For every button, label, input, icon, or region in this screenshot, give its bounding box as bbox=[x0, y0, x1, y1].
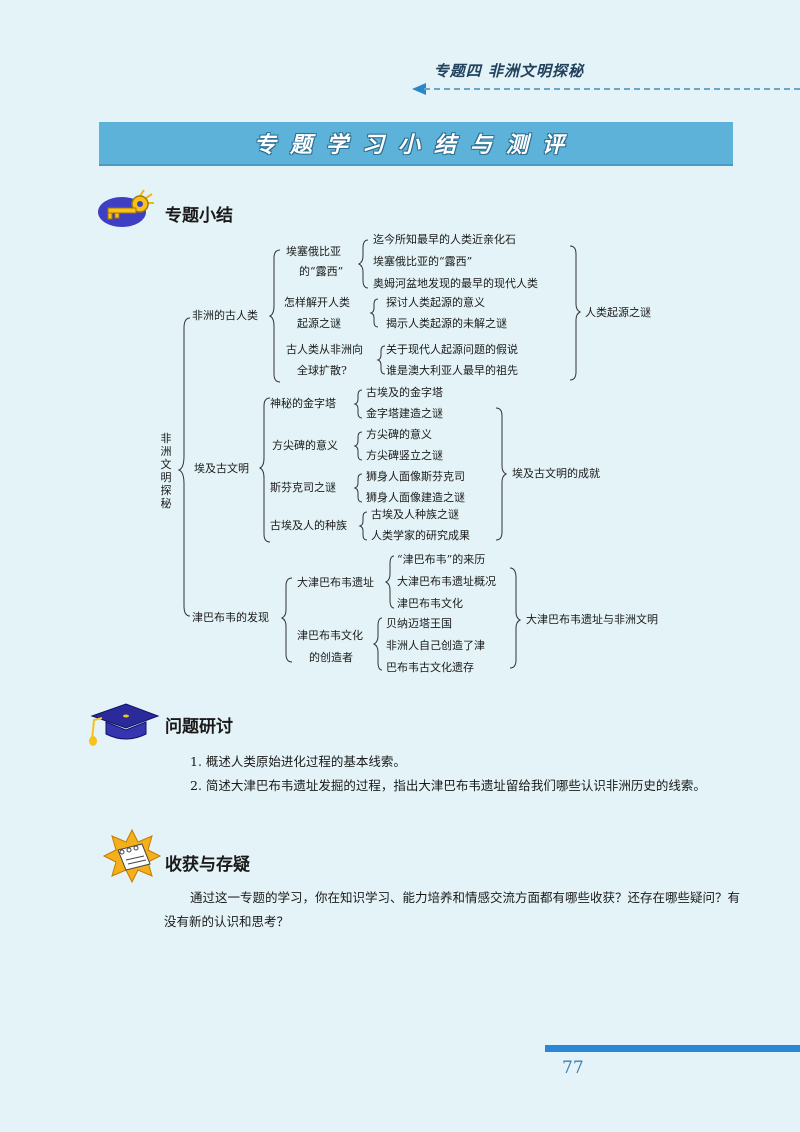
branch1-g2-label1: 怎样解开人类 bbox=[284, 296, 350, 309]
branch2-g3-item1: 狮身人面像斯芬克司 bbox=[366, 470, 465, 483]
discussion-question-2: 2. 简述大津巴布韦遗址发掘的过程，指出大津巴布韦遗址留给我们哪些认识非洲历史的… bbox=[190, 778, 706, 793]
branch1-g1-item1: 迄今所知最早的人类近亲化石 bbox=[373, 233, 516, 246]
page-number: 77 bbox=[562, 1058, 584, 1078]
branch1-g3-label1: 古人类从非洲向 bbox=[286, 343, 363, 356]
branch2-conclusion: 埃及古文明的成就 bbox=[512, 467, 600, 480]
branch2-g1-label: 神秘的金字塔 bbox=[270, 397, 336, 410]
discussion-title: 问题研讨 bbox=[165, 717, 233, 737]
branch3-g1-item1: “津巴布韦”的来历 bbox=[397, 553, 486, 566]
branch2-g2-item2: 方尖碑竖立之谜 bbox=[366, 449, 443, 462]
section-banner: 专题学习小结与测评 bbox=[99, 122, 733, 166]
notebook-burst-icon bbox=[102, 828, 162, 884]
chapter-title: 专题四 非洲文明探秘 bbox=[433, 62, 584, 80]
branch3-g1-label: 大津巴布韦遗址 bbox=[297, 576, 374, 589]
footer-bar bbox=[545, 1045, 800, 1052]
summary-tree-braces bbox=[177, 239, 582, 671]
arrow-left-icon bbox=[412, 83, 426, 95]
branch1-g3-label2: 全球扩散? bbox=[297, 364, 347, 377]
branch3-conclusion: 大津巴布韦遗址与非洲文明 bbox=[526, 613, 658, 626]
branch2-label: 埃及古文明 bbox=[194, 462, 249, 475]
branch1-label: 非洲的古人类 bbox=[192, 309, 258, 322]
branch2-g1-item2: 金字塔建造之谜 bbox=[366, 407, 443, 420]
gains-text: 通过这一专题的学习，你在知识学习、能力培养和情感交流方面都有哪些收获？还存在哪些… bbox=[164, 890, 741, 929]
branch2-g4-item1: 古埃及人种族之谜 bbox=[371, 508, 459, 521]
branch3-g2-item1: 贝纳迈塔王国 bbox=[386, 617, 452, 630]
branch3-g2-label1: 津巴布韦文化 bbox=[297, 629, 363, 642]
header-divider bbox=[424, 88, 800, 90]
summary-title: 专题小结 bbox=[165, 206, 233, 226]
graduation-cap-icon bbox=[89, 703, 160, 746]
branch1-g2-item1: 探讨人类起源的意义 bbox=[386, 296, 485, 309]
banner-title: 专题学习小结与测评 bbox=[253, 133, 578, 158]
branch1-g2-item2: 揭示人类起源的未解之谜 bbox=[386, 317, 507, 330]
branch2-g2-label: 方尖碑的意义 bbox=[272, 439, 338, 452]
branch3-g2-item2: 非洲人自己创造了津 bbox=[386, 639, 485, 652]
branch3-g2-label2: 的创造者 bbox=[309, 651, 353, 664]
branch2-g3-label: 斯芬克司之谜 bbox=[270, 481, 336, 494]
branch1-g3-item1: 关于现代人起源问题的假说 bbox=[386, 343, 518, 356]
branch3-g2-item3: 巴布韦古文化遗存 bbox=[386, 661, 474, 674]
branch1-conclusion: 人类起源之谜 bbox=[585, 306, 651, 319]
branch1-g1-item2: 埃塞俄比亚的“露西” bbox=[373, 255, 473, 268]
branch1-g1-item3: 奥姆河盆地发现的最早的现代人类 bbox=[373, 277, 538, 290]
branch1-g1-label2: 的“露西” bbox=[299, 265, 344, 278]
branch2-g1-item1: 古埃及的金字塔 bbox=[366, 386, 443, 399]
branch3-g1-item3: 津巴布韦文化 bbox=[397, 597, 463, 610]
key-icon bbox=[98, 189, 154, 227]
branch2-g4-label: 古埃及人的种族 bbox=[270, 519, 347, 532]
branch3-g1-item2: 大津巴布韦遗址概况 bbox=[397, 575, 496, 588]
branch3-label: 津巴布韦的发现 bbox=[192, 611, 269, 624]
gains-title: 收获与存疑 bbox=[165, 855, 250, 875]
branch1-g3-item2: 谁是澳大利亚人最早的祖先 bbox=[386, 364, 518, 377]
branch1-g1-label1: 埃塞俄比亚 bbox=[286, 245, 341, 258]
branch1-g2-label2: 起源之谜 bbox=[297, 317, 341, 330]
branch2-g4-item2: 人类学家的研究成果 bbox=[371, 529, 470, 542]
branch2-g3-item2: 狮身人面像建造之谜 bbox=[366, 491, 465, 504]
discussion-question-1: 1. 概述人类原始进化过程的基本线索。 bbox=[190, 754, 406, 769]
tree-root-label: 非洲文明探秘 bbox=[160, 432, 172, 510]
branch2-g2-item1: 方尖碑的意义 bbox=[366, 428, 432, 441]
